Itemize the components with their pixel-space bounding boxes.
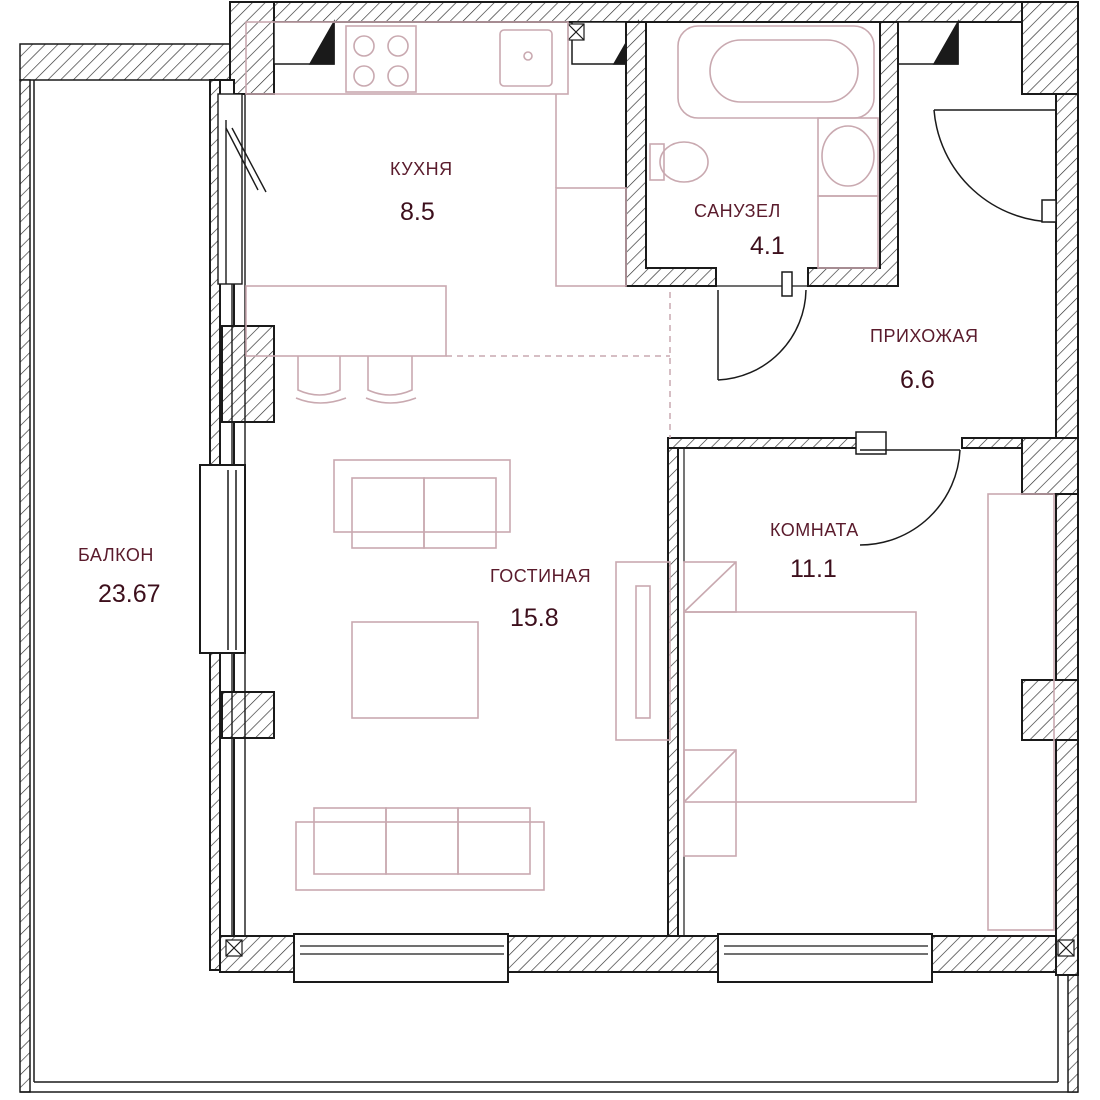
- living-area: 15.8: [510, 604, 559, 632]
- bathroom-label: САНУЗЕЛ: [694, 201, 781, 221]
- bedroom-area: 11.1: [790, 555, 837, 583]
- living-label: ГОСТИНАЯ: [490, 566, 592, 586]
- balcony-area: 23.67: [98, 580, 161, 608]
- bedroom-label: КОМНАТА: [770, 520, 859, 540]
- exterior-walls: [209, 1, 1079, 976]
- zone-dividers: [446, 292, 671, 438]
- hallway-area: 6.6: [900, 366, 935, 394]
- furniture: [245, 21, 1055, 931]
- balcony-label: БАЛКОН: [78, 545, 154, 565]
- kitchen-area: 8.5: [400, 198, 435, 226]
- bedroom-door: [855, 431, 961, 546]
- bedroom-walls: [667, 437, 1023, 937]
- kitchen-label: КУХНЯ: [390, 159, 453, 179]
- bathroom-area: 4.1: [750, 232, 785, 260]
- entrance-door: [933, 109, 1057, 223]
- bottom-windows: [293, 933, 933, 983]
- kitchen-window: [217, 93, 267, 285]
- hallway-label: ПРИХОЖАЯ: [870, 326, 979, 346]
- bathroom-door: [717, 271, 807, 381]
- balcony-door: [199, 464, 246, 654]
